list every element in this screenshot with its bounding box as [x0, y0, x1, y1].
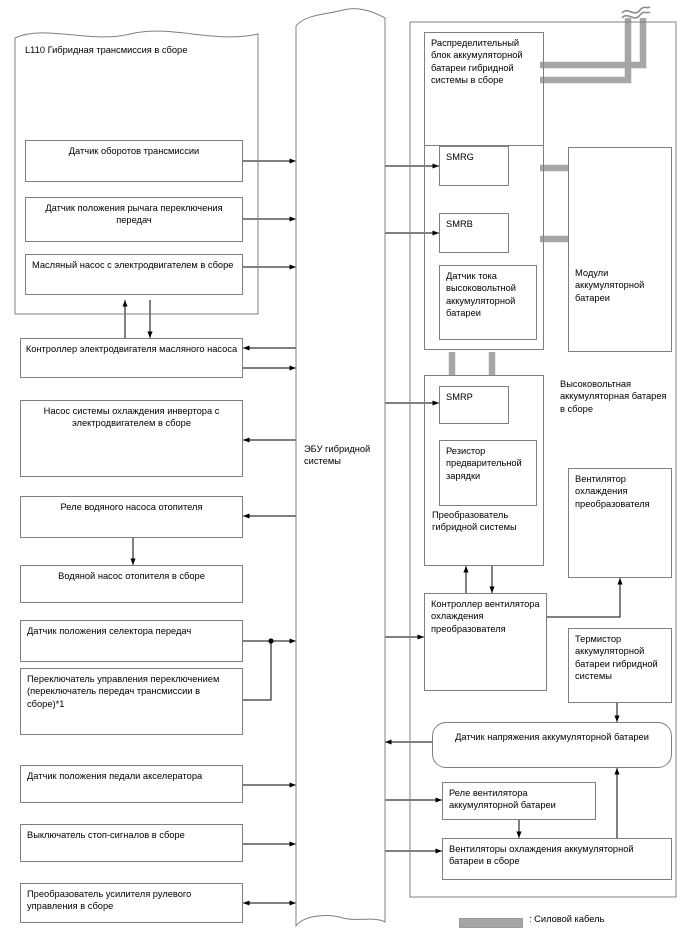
shift-control-switch-box: Переключатель управления переключением (…: [20, 668, 243, 735]
hybrid-converter-label: Преобразователь гибридной системы: [432, 510, 517, 533]
heater-water-pump-relay-box: Реле водяного насоса отопителя: [20, 496, 243, 538]
hv-battery-current-sensor-box: Датчик тока высоковольтной аккумуляторно…: [439, 265, 537, 340]
shift-control-switch-label: Переключатель управления переключением (…: [27, 674, 220, 709]
battery-fan-relay-label: Реле вентилятора аккумуляторной батареи: [449, 788, 556, 811]
battery-voltage-sensor-box: Датчик напряжения аккумуляторной батареи: [432, 722, 672, 768]
accelerator-pedal-position-sensor-label: Датчик положения педали акселератора: [27, 771, 203, 781]
stop-lamp-switch-label: Выключатель стоп-сигналов в сборе: [27, 830, 185, 840]
smrp-box: SMRP: [439, 386, 509, 424]
precharge-resistor-label: Резистор предварительной зарядки: [446, 446, 522, 481]
gear-selector-position-sensor-label: Датчик положения селектора передач: [27, 626, 192, 636]
inverter-coolant-pump-box: Насос системы охлаждения инвертора с эле…: [20, 400, 243, 477]
battery-cooling-fans-label: Вентиляторы охлаждения аккумуляторной ба…: [449, 844, 634, 867]
smrb-box: SMRB: [439, 213, 509, 253]
converter-fan-controller-label: Контроллер вентилятора охлаждения преобр…: [431, 599, 540, 634]
shift-lever-position-sensor-box: Датчик положения рычага переключения пер…: [25, 197, 243, 242]
heater-water-pump-label: Водяной насос отопителя в сборе: [58, 571, 205, 581]
smrg-box: SMRG: [439, 146, 509, 186]
battery-cooling-fans-box: Вентиляторы охлаждения аккумуляторной ба…: [442, 838, 672, 880]
heater-water-pump-box: Водяной насос отопителя в сборе: [20, 565, 243, 603]
hv-battery-current-sensor-label: Датчик тока высоковольтной аккумуляторно…: [446, 271, 516, 319]
shift-lever-position-sensor-label: Датчик положения рычага переключения пер…: [45, 203, 223, 226]
hybrid-converter-outer-frame: [424, 375, 544, 566]
hv-battery-assembly-label: Высоковольтная аккумуляторная батарея в …: [560, 379, 667, 414]
power-steering-converter-box: Преобразователь усилителя рулевого управ…: [20, 883, 243, 923]
battery-thermistor-label: Термистор аккумуляторной батареи гибридн…: [575, 634, 658, 682]
converter-fan-controller-box: Контроллер вентилятора охлаждения преобр…: [424, 593, 547, 691]
transmission-speed-sensor-label: Датчик оборотов трансмиссии: [68, 146, 200, 156]
power-steering-converter-label: Преобразователь усилителя рулевого управ…: [27, 889, 192, 912]
battery-modules-box: Модули аккумуляторной батареи: [568, 147, 672, 352]
oil-pump-motor-controller-box: Контроллер электродвигателя масляного на…: [20, 338, 243, 378]
power-cable-legend-label: : Силовой кабель: [529, 914, 605, 924]
battery-distributor-block-label: Распределительный блок аккумуляторной ба…: [431, 38, 523, 86]
inverter-coolant-pump-label: Насос системы охлаждения инвертора с эле…: [43, 406, 220, 429]
power-cable-swatch: [459, 918, 523, 928]
hybrid-ecu-label: ЭБУ гибридной системы: [304, 444, 371, 467]
converter-cooling-fan-box: Вентилятор охлаждения преобразователя: [568, 468, 672, 578]
smrg-label: SMRG: [446, 152, 474, 162]
battery-voltage-sensor-label: Датчик напряжения аккумуляторной батареи: [455, 732, 649, 742]
precharge-resistor-box: Резистор предварительной зарядки: [439, 440, 537, 506]
oil-pump-with-motor-label: Масляный насос с электродвигателем в сбо…: [32, 260, 234, 270]
oil-pump-with-motor-box: Масляный насос с электродвигателем в сбо…: [25, 254, 243, 295]
smrb-label: SMRB: [446, 219, 473, 229]
transmission-group-label: L110 Гибридная трансмиссия в сборе: [25, 45, 188, 55]
heater-water-pump-relay-label: Реле водяного насоса отопителя: [60, 502, 203, 512]
gear-selector-position-sensor-box: Датчик положения селектора передач: [20, 620, 243, 662]
accelerator-pedal-position-sensor-box: Датчик положения педали акселератора: [20, 765, 243, 803]
oil-pump-motor-controller-label: Контроллер электродвигателя масляного на…: [25, 344, 238, 354]
battery-thermistor-box: Термистор аккумуляторной батареи гибридн…: [568, 628, 672, 703]
stop-lamp-switch-box: Выключатель стоп-сигналов в сборе: [20, 824, 243, 862]
transmission-speed-sensor-box: Датчик оборотов трансмиссии: [25, 140, 243, 182]
battery-modules-label: Модули аккумуляторной батареи: [575, 268, 645, 303]
battery-distributor-outer-frame: [424, 32, 544, 350]
smrp-label: SMRP: [446, 392, 473, 402]
converter-cooling-fan-label: Вентилятор охлаждения преобразователя: [575, 474, 650, 509]
battery-fan-relay-box: Реле вентилятора аккумуляторной батареи: [442, 782, 596, 820]
